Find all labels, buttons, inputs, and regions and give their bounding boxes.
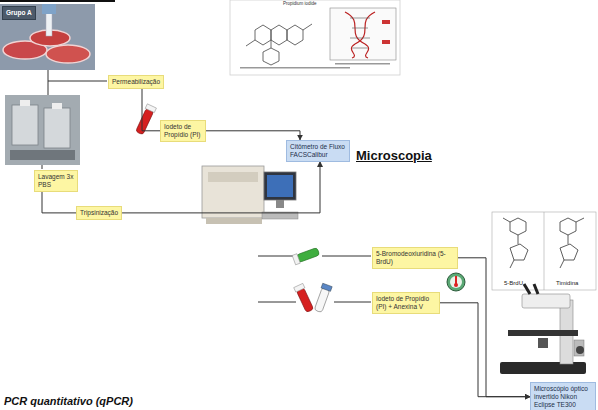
flow-cytometer <box>202 166 298 224</box>
node-text: 5-Bromodeoxiuridina (5-BrdU) <box>376 250 454 266</box>
image-caption: Propidium iodide <box>283 1 317 6</box>
nucleoside-structures <box>492 212 596 290</box>
header-rule <box>0 0 115 2</box>
node-text: Tripsinização <box>80 209 118 217</box>
instrument-box: Citômetro de Fluxo FACSCalibur <box>286 140 350 162</box>
node-text: Citômetro de Fluxo FACSCalibur <box>290 143 346 159</box>
flask-photo <box>5 95 80 165</box>
node-text: Grupo A <box>6 9 32 17</box>
group-tag: Grupo A <box>2 6 36 20</box>
annexin-tubes <box>294 283 332 313</box>
flow-arrow <box>142 89 160 131</box>
instrument-box: Microscópio óptico invertido Nikon Eclip… <box>530 382 596 410</box>
reagent-box: Iodeto de Propídio (PI) <box>160 120 206 142</box>
process-box: Permeabilização <box>108 75 164 89</box>
flow-arrow <box>458 258 530 397</box>
node-text: Microscópio óptico invertido Nikon Eclip… <box>534 385 592 408</box>
node-text: Lavagem 3x PBS <box>38 173 74 189</box>
section-heading: PCR quantitativo (qPCR) <box>4 395 133 407</box>
process-box: Lavagem 3x PBS <box>34 170 78 192</box>
incubation-timer <box>447 273 465 291</box>
section-heading: Microscopia <box>356 148 432 163</box>
flow-arrow <box>206 131 300 140</box>
flow-arrow <box>122 162 320 213</box>
reagent-box: 5-Bromodeoxiuridina (5-BrdU) <box>372 247 458 269</box>
reagent-box: Iodeto de Propídio (PI) + Anexina V <box>372 292 440 314</box>
node-text: Iodeto de Propídio (PI) + Anexina V <box>376 295 436 311</box>
process-box: Tripsinização <box>76 206 122 220</box>
structure-label: Timidina <box>556 280 578 286</box>
flow-arrow <box>440 303 530 397</box>
brdu-tube <box>292 247 320 265</box>
node-text: Iodeto de Propídio (PI) <box>164 123 202 139</box>
flow-arrow <box>42 192 76 213</box>
flow-lines <box>42 70 371 302</box>
propidium-structure <box>230 0 400 75</box>
node-text: Permeabilização <box>112 78 160 86</box>
inverted-microscope <box>500 284 586 374</box>
structure-label: 5-BrdU <box>504 280 523 286</box>
culture-photo <box>0 4 95 70</box>
